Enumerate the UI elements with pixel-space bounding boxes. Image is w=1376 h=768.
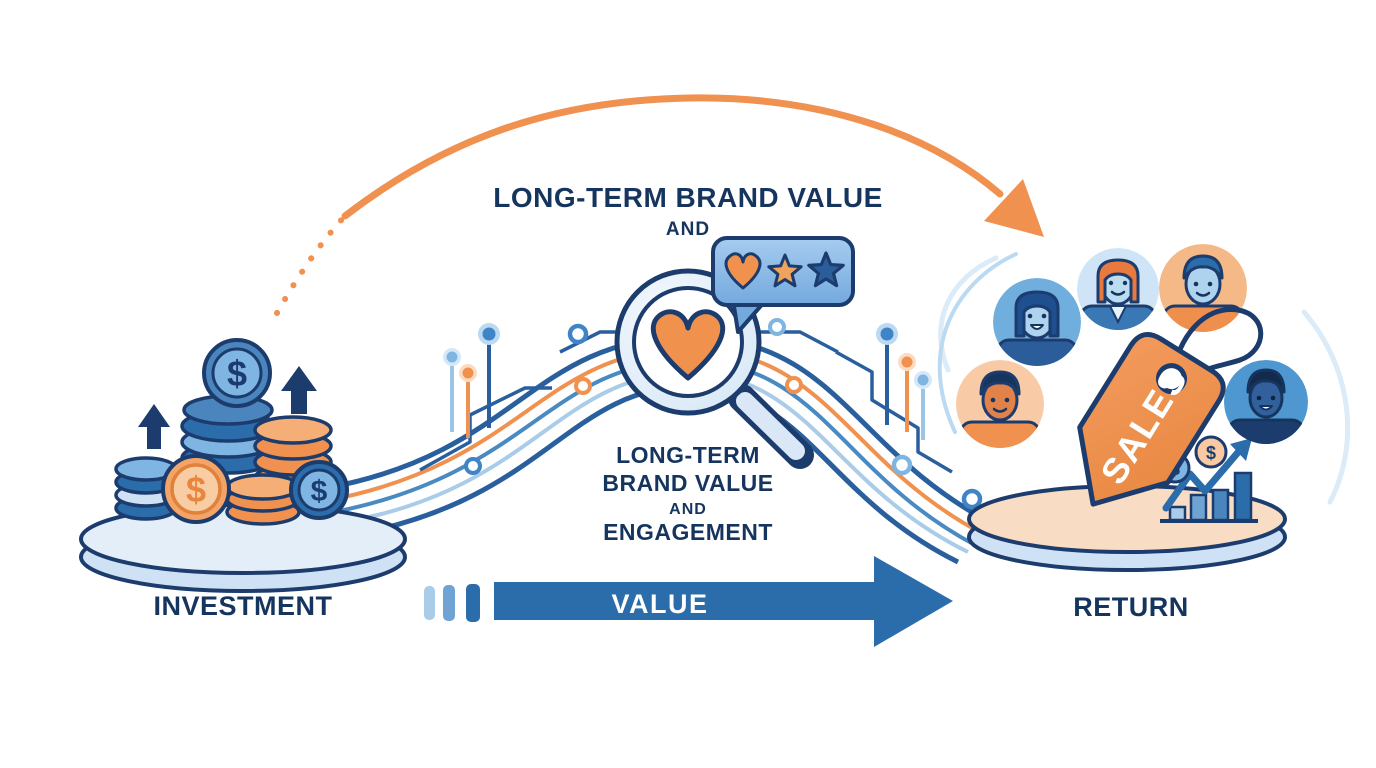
return-label: RETURN — [1073, 592, 1189, 622]
center-caption-line4: ENGAGEMENT — [603, 519, 773, 545]
price-tag-icon: SALES — [1077, 307, 1264, 507]
dollar-coin-icon: $ — [202, 338, 272, 408]
dollar-coin-icon: $ — [289, 460, 349, 520]
top-heading-line2: AND — [666, 219, 710, 240]
star-icon — [807, 251, 845, 288]
tag-string — [1169, 307, 1264, 383]
trend-arrow-icon — [1162, 438, 1252, 512]
avatar-icon — [1224, 360, 1308, 444]
value-arrow-icon: VALUE — [424, 556, 953, 647]
decorative-swoosh-lines — [937, 252, 1351, 505]
avatar-icon — [993, 278, 1081, 366]
avatar-icon — [1077, 248, 1159, 330]
top-heading-line1: LONG-TERM BRAND VALUE — [493, 182, 883, 213]
circuit-node-icon — [443, 318, 983, 510]
heart-icon — [724, 252, 762, 290]
heart-icon — [650, 309, 726, 381]
dollar-symbol: $ — [1206, 443, 1216, 463]
audience-avatars — [956, 244, 1308, 448]
dollar-coin-icon: $ — [161, 454, 231, 524]
avatar-icon — [956, 360, 1044, 448]
center-caption-line3: AND — [669, 501, 707, 518]
investment-label: INVESTMENT — [153, 591, 332, 621]
curved-arrow-icon — [274, 94, 1044, 316]
star-icon — [767, 253, 803, 288]
rating-bubble-icon — [711, 236, 855, 334]
dollar-symbol: $ — [186, 469, 206, 510]
value-arrow-label: VALUE — [611, 589, 708, 619]
center-caption-line2: BRAND VALUE — [602, 470, 773, 496]
center-caption-line1: LONG-TERM — [616, 442, 760, 468]
dollar-symbol: $ — [311, 475, 328, 508]
dollar-symbol: $ — [227, 353, 247, 394]
headings: LONG-TERM BRAND VALUE AND LONG-TERM BRAN… — [153, 182, 1188, 622]
coin-stack-icon: $ $ $ — [114, 338, 349, 526]
dollar-coin-icon: $ — [1194, 435, 1228, 469]
avatar-icon — [1159, 244, 1247, 332]
up-arrow-icon — [138, 366, 317, 449]
